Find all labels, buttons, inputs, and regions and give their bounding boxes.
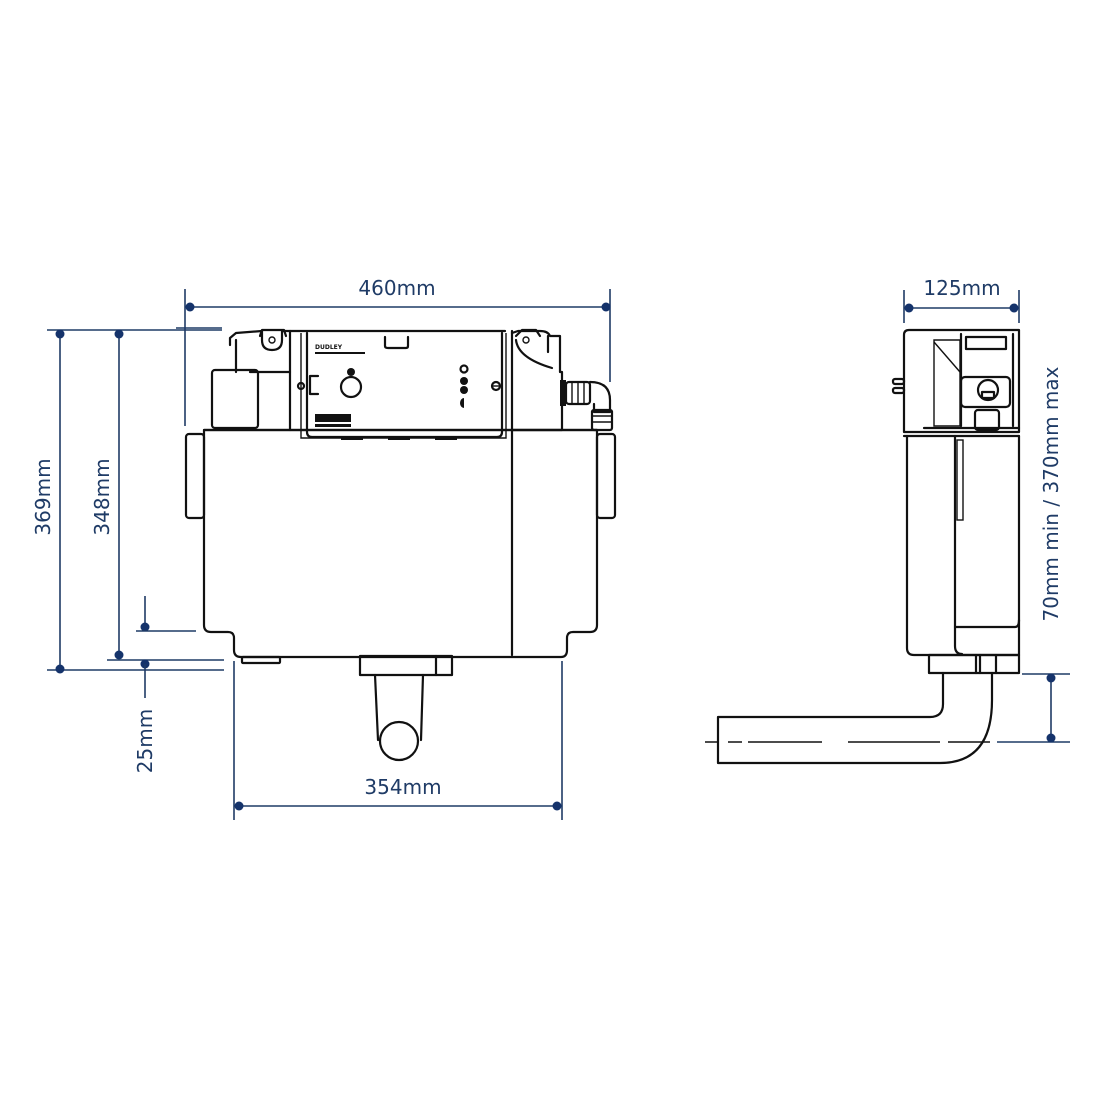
dimension-overall-height: 369mm (31, 329, 224, 674)
side-outlet-pipe (705, 671, 994, 765)
tank-body (184, 428, 617, 665)
base-width-label: 354mm (364, 775, 441, 799)
indicator-empty-icon (459, 364, 469, 374)
right-valve-housing (510, 328, 614, 432)
dimension-outlet-offset: 25mm (133, 596, 196, 773)
indicator-filled-icon (460, 386, 468, 394)
indicator-filled-icon (460, 377, 468, 385)
side-fitting-icon (976, 378, 1000, 402)
brand-label: DUDLEY (315, 344, 343, 351)
dimension-base-width: 354mm (233, 661, 563, 820)
tank-height-label: 348mm (90, 458, 114, 535)
side-outlet-block (927, 653, 1021, 675)
left-valve-housing (210, 328, 292, 432)
dimension-overall-width: 460mm (176, 276, 611, 426)
dimension-depth: 125mm (903, 276, 1020, 323)
side-view: 125mm 70mm min / 370mm max (705, 276, 1070, 765)
outlet-range-label: 70mm min / 370mm max (1039, 366, 1063, 621)
side-upper-housing (891, 328, 1021, 438)
outlet-pipe (358, 654, 454, 762)
front-view: DUDLEY (31, 276, 617, 820)
control-panel: DUDLEY (296, 331, 507, 440)
depth-label: 125mm (923, 276, 1000, 300)
overall-width-label: 460mm (358, 276, 435, 300)
dimension-tank-height: 348mm (90, 329, 224, 661)
overall-height-label: 369mm (31, 458, 55, 535)
dimension-outlet-range: 70mm min / 370mm max (997, 366, 1070, 743)
knob-icon (339, 375, 363, 399)
side-tank-body (905, 434, 1021, 657)
outlet-offset-label: 25mm (133, 709, 157, 773)
